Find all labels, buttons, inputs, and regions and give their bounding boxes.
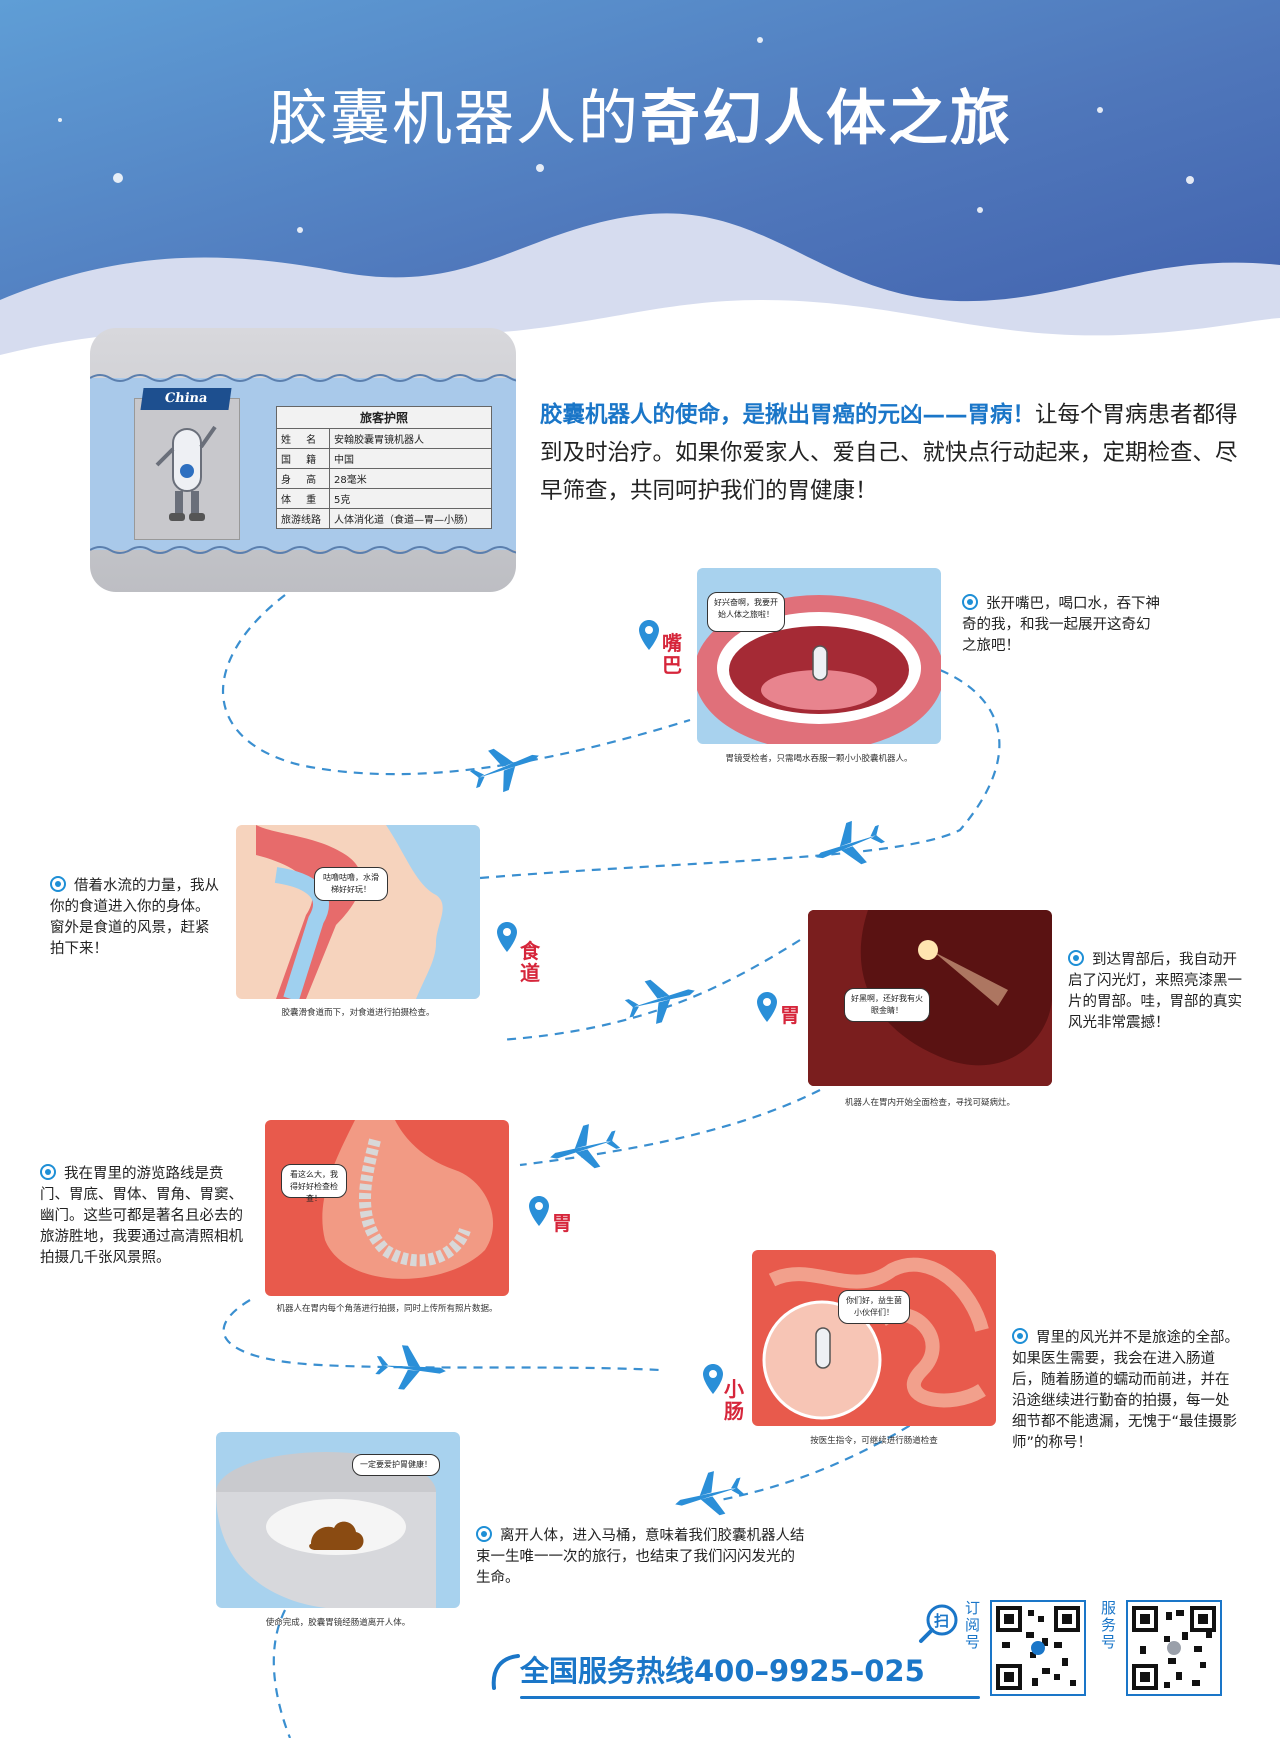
- location-pin-icon: [529, 1196, 549, 1226]
- bullet-icon: [1012, 1328, 1028, 1344]
- qr-code-service[interactable]: [1126, 1600, 1222, 1696]
- panel-toilet: 一定要爱护胃健康！: [216, 1432, 460, 1608]
- label-subscribe: 订阅号: [963, 1600, 981, 1651]
- caption-toilet: 使命完成，胶囊胃镜经肠道离开人体。: [265, 1618, 411, 1628]
- passport-table-title: 旅客护照: [276, 406, 492, 429]
- desc-esophagus: 借着水流的力量，我从你的食道进入你的身体。窗外是食道的风景，赶紧拍下来！: [50, 876, 222, 960]
- china-badge: China: [140, 388, 232, 410]
- caption-stomach-dark: 机器人在胃内开始全面检查，寻找可疑病灶。: [844, 1098, 1015, 1108]
- panel-mouth: 好兴奋啊，我要开始人体之旅啦！: [697, 568, 941, 744]
- speech-bubble: 一定要爱护胃健康！: [352, 1454, 440, 1476]
- mission-body: 让每个胃病患者都得到及时治疗。如果你爱家人、爱自己、就快点行动起来，定期检查、尽…: [540, 402, 1238, 504]
- phone-swoosh-icon: [491, 1654, 520, 1690]
- passport-value: 人体消化道（食道—胃—小肠）: [329, 508, 492, 529]
- desc-toilet-text: 离开人体，进入马桶，意味着我们胶囊机器人结束一生唯一一次的旅行，也结束了我们闪闪…: [476, 1528, 805, 1586]
- robot-photo: [134, 398, 240, 540]
- panel-stomach-route: 看这么大，我得好好检查检查！: [265, 1120, 509, 1296]
- location-pin-icon: [497, 922, 517, 952]
- scan-icon: 扫: [918, 1602, 960, 1644]
- location-stomach-2: 胃: [552, 1211, 572, 1235]
- bullet-icon: [50, 876, 66, 892]
- desc-stomach-route: 我在胃里的游览路线是贲门、胃底、胃体、胃角、胃窦、幽门。这些可都是著名且必去的旅…: [40, 1164, 252, 1269]
- mouth-illustration: [697, 595, 941, 744]
- location-pin-icon: [703, 1364, 723, 1394]
- location-mouth: 嘴巴: [662, 631, 682, 677]
- speech-bubble: 咕噜咕噜，水滑梯好好玩！: [314, 867, 388, 901]
- location-pin-icon: [639, 620, 659, 650]
- location-stomach: 胃: [780, 1003, 800, 1027]
- hotline-underline: [520, 1696, 980, 1699]
- bullet-icon: [962, 594, 978, 610]
- mission-highlight: 胶囊机器人的使命，是揪出胃癌的元凶——胃病！: [540, 402, 1036, 428]
- mission-text: 胶囊机器人的使命，是揪出胃癌的元凶——胃病！让每个胃病患者都得到及时治疗。如果你…: [540, 396, 1240, 510]
- desc-intestine-text: 胃里的风光并不是旅途的全部。如果医生需要，我会在进入肠道后，随着肠道的蠕动而前进…: [1012, 1330, 1239, 1451]
- location-esophagus: 食道: [520, 939, 540, 985]
- intestine-illustration: [762, 1257, 989, 1420]
- desc-esophagus-text: 借着水流的力量，我从你的食道进入你的身体。窗外是食道的风景，赶紧拍下来！: [50, 878, 219, 957]
- desc-mouth: 张开嘴巴，喝口水，吞下神奇的我，和我一起展开这奇幻之旅吧！: [962, 594, 1162, 657]
- desc-toilet: 离开人体，进入马桶，意味着我们胶囊机器人结束一生唯一一次的旅行，也结束了我们闪闪…: [476, 1526, 806, 1589]
- passport-value: 5克: [329, 488, 492, 509]
- bullet-icon: [40, 1164, 56, 1180]
- passport-key: 身 高: [276, 468, 330, 489]
- passport-value: 28毫米: [329, 468, 492, 489]
- location-intestine: 小肠: [724, 1377, 744, 1423]
- passport-key: 国 籍: [276, 448, 330, 469]
- stomach-dark-illustration: [808, 910, 1052, 1086]
- capsule-robot-icon: [155, 425, 217, 521]
- desc-stomach-dark: 到达胃部后，我自动开启了闪光灯，来照亮漆黑一片的胃部。哇，胃部的真实风光非常震撼…: [1068, 950, 1248, 1034]
- caption-esophagus: 胶囊滑食道而下，对食道进行拍摄检查。: [281, 1008, 435, 1018]
- stomach-route-illustration: [322, 1120, 494, 1279]
- passport-value: 中国: [329, 448, 492, 469]
- passport-key: 姓 名: [276, 428, 330, 449]
- desc-mouth-text: 张开嘴巴，喝口水，吞下神奇的我，和我一起展开这奇幻之旅吧！: [962, 596, 1160, 654]
- speech-bubble: 看这么大，我得好好检查检查！: [281, 1164, 347, 1203]
- location-pin-icon: [757, 992, 777, 1022]
- desc-stomach-route-text: 我在胃里的游览路线是贲门、胃底、胃体、胃角、胃窦、幽门。这些可都是著名且必去的旅…: [40, 1166, 243, 1266]
- panel-intestine: 你们好，益生菌小伙伴们！: [752, 1250, 996, 1426]
- caption-intestine: 按医生指令，可继续进行肠道检查: [810, 1436, 938, 1446]
- passport-wave-top: [90, 374, 516, 382]
- desc-intestine: 胃里的风光并不是旅途的全部。如果医生需要，我会在进入肠道后，随着肠道的蠕动而前进…: [1012, 1328, 1242, 1454]
- page-title: 胶囊机器人的奇幻人体之旅: [0, 70, 1280, 157]
- panel-stomach-dark: 好黑啊，还好我有火眼金睛！: [808, 910, 1052, 1086]
- table-row: 国 籍中国: [276, 448, 492, 469]
- panel-esophagus: 咕噜咕噜，水滑梯好好玩！: [236, 825, 480, 999]
- scan-label: 扫: [934, 1612, 950, 1630]
- label-service: 服务号: [1099, 1600, 1117, 1651]
- bullet-icon: [1068, 950, 1084, 966]
- bullet-icon: [476, 1526, 492, 1542]
- caption-mouth: 胃镜受检者，只需喝水吞服一颗小小胶囊机器人。: [725, 754, 913, 764]
- service-hotline: 全国服务热线400–9925–025: [520, 1654, 925, 1688]
- desc-stomach-dark-text: 到达胃部后，我自动开启了闪光灯，来照亮漆黑一片的胃部。哇，胃部的真实风光非常震撼…: [1068, 952, 1242, 1031]
- passport-key: 体 重: [276, 488, 330, 509]
- title-part1: 胶囊机器人的: [268, 84, 640, 154]
- speech-bubble: 你们好，益生菌小伙伴们！: [838, 1290, 910, 1324]
- esophagus-illustration: [256, 825, 480, 999]
- qr-code-subscribe[interactable]: [990, 1600, 1086, 1696]
- table-row: 旅游线路人体消化道（食道—胃—小肠）: [276, 508, 492, 529]
- speech-bubble: 好兴奋啊，我要开始人体之旅啦！: [707, 592, 785, 632]
- caption-stomach-route: 机器人在胃内每个角落进行拍摄，同时上传所有照片数据。: [276, 1304, 498, 1314]
- qr-code-icon: [1132, 1606, 1216, 1690]
- speech-bubble: 好黑啊，还好我有火眼金睛！: [844, 988, 930, 1022]
- title-part2: 奇幻人体之旅: [640, 84, 1012, 154]
- table-row: 姓 名安翰胶囊胃镜机器人: [276, 428, 492, 449]
- plane-icons: [375, 748, 886, 1516]
- passport-wave-bottom: [90, 546, 516, 554]
- qr-code-icon: [996, 1606, 1080, 1690]
- passport-key: 旅游线路: [276, 508, 330, 529]
- passport-value: 安翰胶囊胃镜机器人: [329, 428, 492, 449]
